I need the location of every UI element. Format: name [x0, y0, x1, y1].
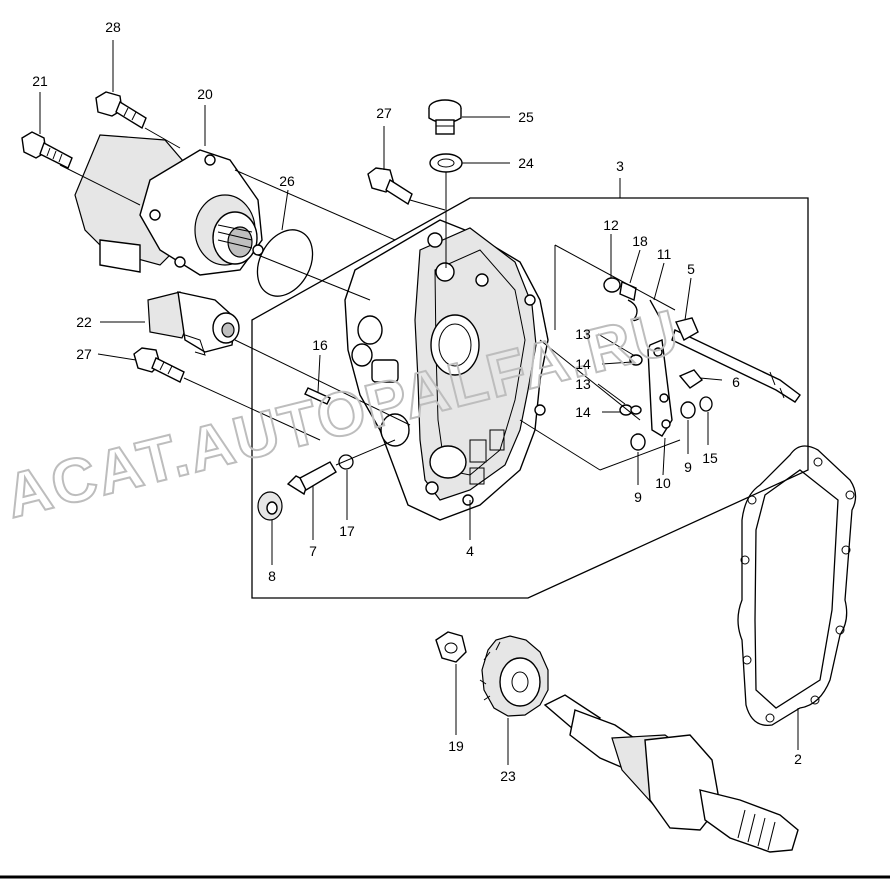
shift-link-assembly — [603, 277, 801, 451]
callout-27-lower: 27 — [76, 346, 92, 362]
alignment-lines — [59, 127, 681, 471]
callout-19: 19 — [448, 738, 464, 754]
o-ring-17 — [338, 454, 354, 470]
callout-7: 7 — [309, 543, 317, 559]
pin-16 — [304, 387, 331, 405]
shaft-7 — [286, 461, 337, 496]
callout-20: 20 — [197, 86, 213, 102]
callout-2: 2 — [794, 751, 802, 767]
callout-21: 21 — [32, 73, 48, 89]
seal-8 — [257, 491, 283, 521]
callout-18: 18 — [632, 233, 648, 249]
callout-8: 8 — [268, 568, 276, 584]
callout-23: 23 — [500, 768, 516, 784]
callout-13-upper: 13 — [575, 326, 591, 342]
callout-4: 4 — [466, 543, 474, 559]
callout-27-upper: 27 — [376, 105, 392, 121]
callout-12: 12 — [603, 217, 619, 233]
washer-24 — [429, 153, 463, 173]
callout-22: 22 — [76, 314, 92, 330]
callout-6: 6 — [732, 374, 740, 390]
callout-13-lower: 13 — [575, 376, 591, 392]
bolt-21 — [21, 131, 73, 169]
callout-24: 24 — [518, 155, 534, 171]
callout-15: 15 — [702, 450, 718, 466]
callout-26: 26 — [279, 173, 295, 189]
callout-9-left: 9 — [634, 489, 642, 505]
output-shaft — [543, 694, 799, 853]
case-housing — [344, 219, 549, 521]
callout-5: 5 — [687, 261, 695, 277]
gear-23 — [479, 635, 549, 717]
assembly-frame — [251, 197, 809, 599]
callout-17: 17 — [339, 523, 355, 539]
callout-labels: 28 21 20 27 25 24 3 26 12 18 11 5 22 27 … — [32, 19, 802, 784]
nut-19 — [435, 631, 467, 663]
callout-9-right: 9 — [684, 459, 692, 475]
callout-10: 10 — [655, 475, 671, 491]
callout-14-lower: 14 — [575, 404, 591, 420]
callout-11: 11 — [657, 246, 672, 262]
plug-25 — [428, 99, 462, 135]
bolt-27-lower — [133, 347, 185, 383]
sensor-22 — [147, 291, 240, 356]
callout-3: 3 — [616, 158, 624, 174]
leader-lines — [39, 40, 799, 765]
callout-14-upper: 14 — [575, 356, 591, 372]
bolt-27-upper — [367, 167, 413, 206]
callout-16: 16 — [312, 337, 328, 353]
gasket-2 — [737, 445, 857, 726]
callout-25: 25 — [518, 109, 534, 125]
callout-28: 28 — [105, 19, 121, 35]
bolt-28 — [95, 91, 147, 130]
actuator-unit — [74, 134, 264, 276]
